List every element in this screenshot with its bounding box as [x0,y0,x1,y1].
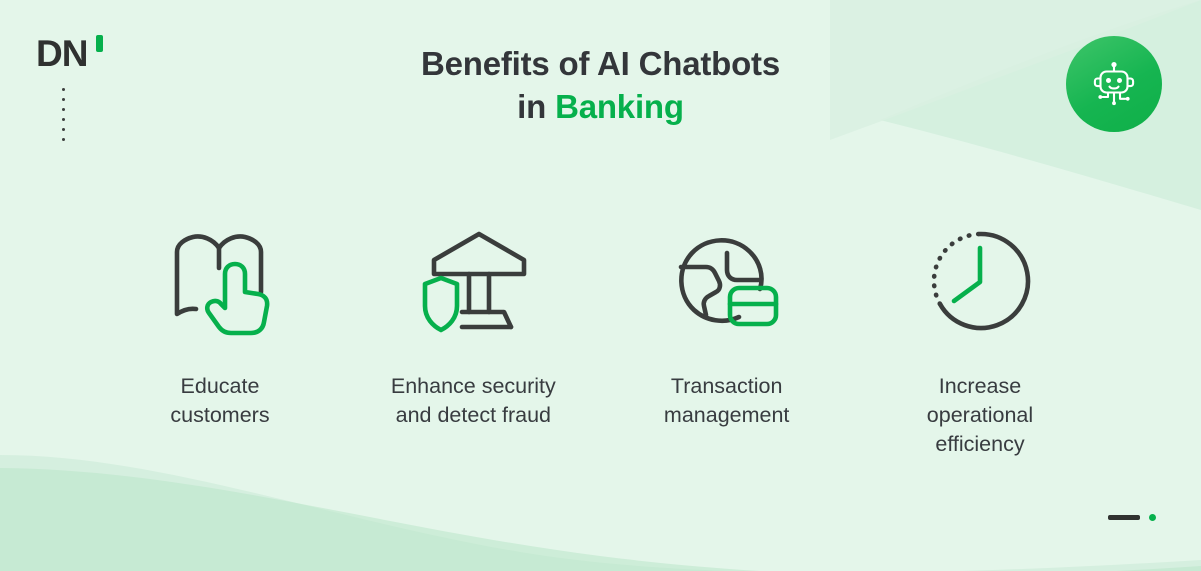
clock-icon [931,231,1031,331]
vertical-dotted-line-icon [62,88,65,141]
benefit-icon-wrap [158,220,282,342]
robot-icon [1093,62,1135,106]
footer-mark [1108,514,1156,521]
benefit-item-educate-customers: Educate customers [100,220,340,430]
benefit-label: Educate customers [170,374,270,427]
title-line-2-prefix: in [517,88,556,125]
benefit-label: Increase operational efficiency [926,374,1034,456]
title-line-1: Benefits of AI Chatbots [420,45,780,82]
page-title: Benefits of AI Chatbots in Banking [0,42,1201,128]
benefit-icon-wrap [918,220,1042,342]
dash-mark-icon [1108,515,1140,520]
globe-with-credit-card-icon [678,238,778,327]
brand-logo[interactable]: DN [36,32,146,142]
green-tick-mark-icon [96,35,103,52]
green-dot-icon [1149,514,1156,521]
logo-text: DN [36,33,88,74]
robot-badge[interactable] [1066,36,1162,132]
benefit-item-increase-efficiency: Increase operational efficiency [860,220,1100,459]
benefit-label: Enhance security and detect fraud [390,374,556,427]
logo-mark: DN [36,32,112,78]
benefit-item-enhance-security: Enhance security and detect fraud [353,220,593,430]
benefit-item-transaction-management: Transaction management [607,220,847,430]
benefit-icon-wrap [665,220,789,342]
benefit-icon-wrap [411,220,535,342]
title-accent-word: Banking [555,88,684,125]
title-line-2: in Banking [0,85,1201,128]
benefit-label: Transaction management [663,374,790,427]
benefits-row: Educate customers Enhanc [100,220,1100,459]
book-with-pointing-hand-icon [174,234,270,336]
bank-with-shield-icon [423,231,527,333]
